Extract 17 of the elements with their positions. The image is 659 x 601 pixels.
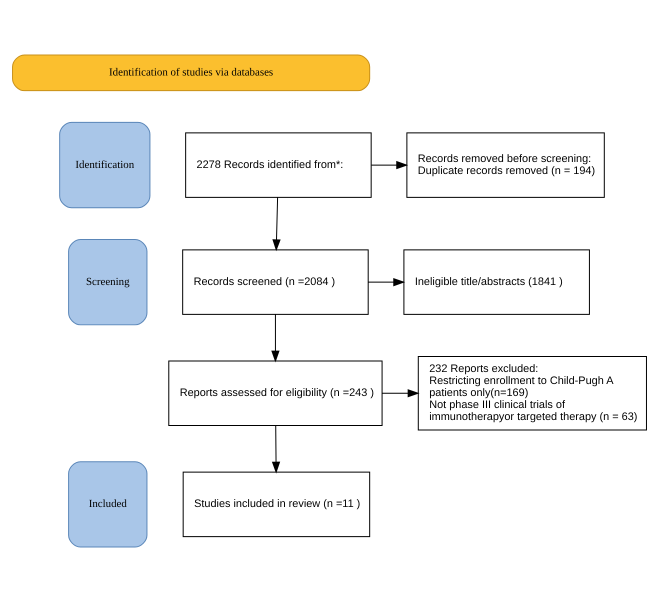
node-box: Reports assessed for eligibility (n =243 ) (168, 360, 383, 426)
arrow (271, 313, 280, 362)
node-box: Identification (59, 121, 150, 208)
node-box: Identification of studies via databases (12, 54, 370, 91)
node-box: Records removed before screening: Duplicate records removed (n = 194) (406, 132, 605, 198)
node-box: Screening (68, 238, 148, 325)
arrow (272, 196, 281, 251)
arrow (382, 388, 420, 397)
node-box: Included (68, 460, 148, 548)
arrow (371, 160, 408, 169)
node-box: 2278 Records identified from*: (185, 132, 372, 198)
node-box: Ineligible title/abstracts (1841 ) (403, 248, 590, 314)
arrow (368, 277, 406, 286)
node-box: 232 Reports excluded: Restricting enrollment to Child-Pugh A patients only(n=169) Not phase III clinical trials of immunotherapyor targeted therapy (n = 63) (418, 356, 647, 430)
node-box: Studies included in review (n =11 ) (182, 471, 370, 537)
arrow (272, 424, 280, 474)
node-box: Records screened (n =2084 ) (182, 248, 369, 314)
